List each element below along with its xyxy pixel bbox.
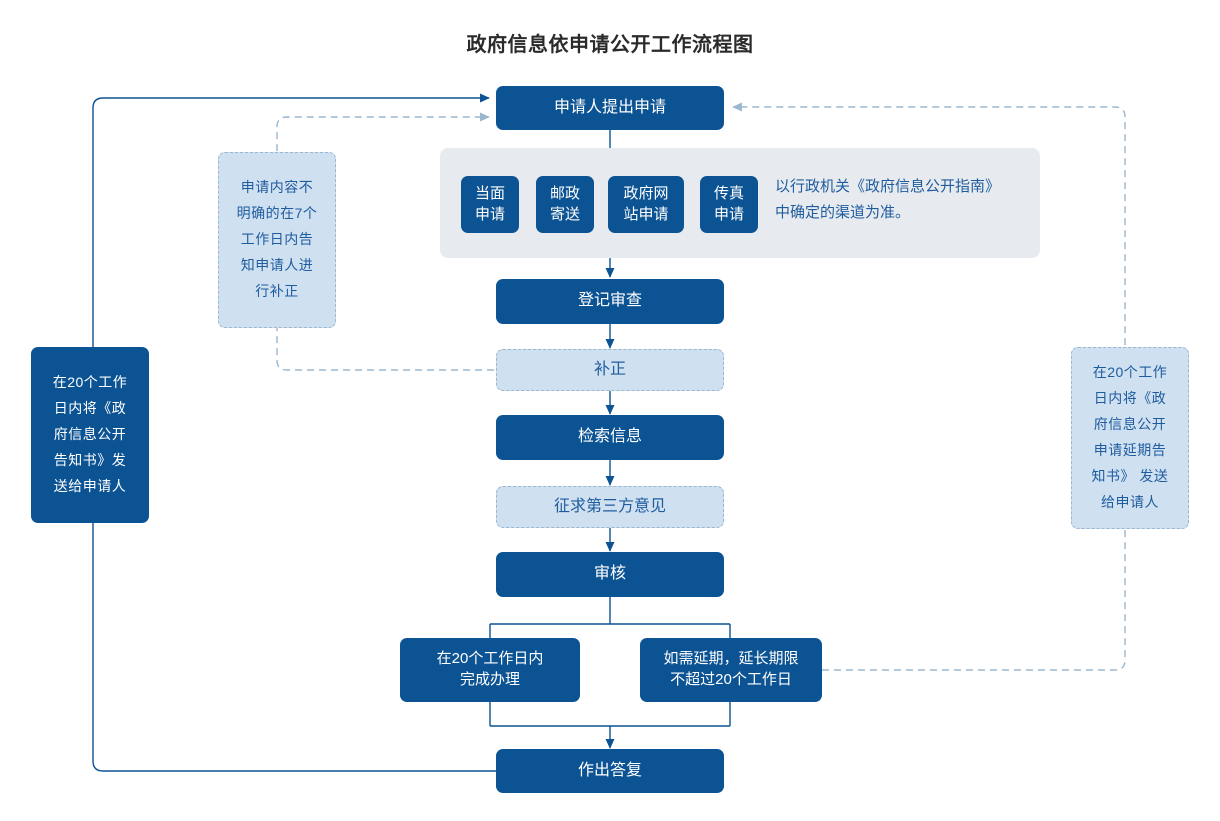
node-extend-label: 如需延期，延长期限 不超过20个工作日 (663, 650, 799, 688)
node-review-label: 审核 (593, 565, 626, 583)
note-correction-label: 申请内容不 明确的在7个 工作日内告 知申请人进 行补正 (236, 179, 318, 299)
note-right-notice[interactable]: 在20个工作 日内将《政 府信息公开 申请延期告 知书》 发送 给申请人 (1071, 347, 1189, 529)
note-correction[interactable]: 申请内容不 明确的在7个 工作日内告 知申请人进 行补正 (218, 152, 336, 328)
channel-box-3[interactable]: 传真 申请 (700, 176, 758, 233)
note-left-notice-label: 在20个工作 日内将《政 府信息公开 告知书》发 送给申请人 (52, 374, 128, 494)
node-register-label: 登记审查 (577, 292, 642, 310)
node-third-party[interactable]: 征求第三方意见 (496, 486, 724, 528)
node-start[interactable]: 申请人提出申请 (496, 86, 724, 130)
node-search[interactable]: 检索信息 (496, 415, 724, 460)
node-reply[interactable]: 作出答复 (496, 749, 724, 793)
node-start-label: 申请人提出申请 (553, 98, 666, 116)
channel-box-1[interactable]: 邮政 寄送 (536, 176, 594, 233)
node-finish-20days-label: 在20个工作日内 完成办理 (436, 650, 544, 688)
node-correct[interactable]: 补正 (496, 349, 724, 391)
channel-label-1: 邮政 寄送 (549, 184, 580, 223)
channel-label-2: 政府网 站申请 (623, 184, 669, 223)
channel-label-0: 当面 申请 (474, 184, 505, 223)
channel-panel-note: 以行政机关《政府信息公开指南》 中确定的渠道为准。 (775, 178, 1001, 222)
note-right-notice-label: 在20个工作 日内将《政 府信息公开 申请延期告 知书》 发送 给申请人 (1091, 364, 1169, 510)
node-correct-label: 补正 (593, 360, 626, 378)
node-search-label: 检索信息 (577, 428, 642, 446)
node-extend[interactable]: 如需延期，延长期限 不超过20个工作日 (640, 638, 822, 702)
channel-label-3: 传真 申请 (713, 184, 744, 223)
channel-box-0[interactable]: 当面 申请 (461, 176, 519, 233)
note-left-notice[interactable]: 在20个工作 日内将《政 府信息公开 告知书》发 送给申请人 (31, 347, 149, 523)
node-reply-label: 作出答复 (577, 761, 642, 779)
node-register[interactable]: 登记审查 (496, 279, 724, 324)
node-third-party-label: 征求第三方意见 (553, 497, 666, 515)
page-title: 政府信息依申请公开工作流程图 (466, 34, 754, 56)
channel-box-2[interactable]: 政府网 站申请 (608, 176, 684, 233)
node-review[interactable]: 审核 (496, 552, 724, 597)
node-finish-20days[interactable]: 在20个工作日内 完成办理 (400, 638, 580, 702)
